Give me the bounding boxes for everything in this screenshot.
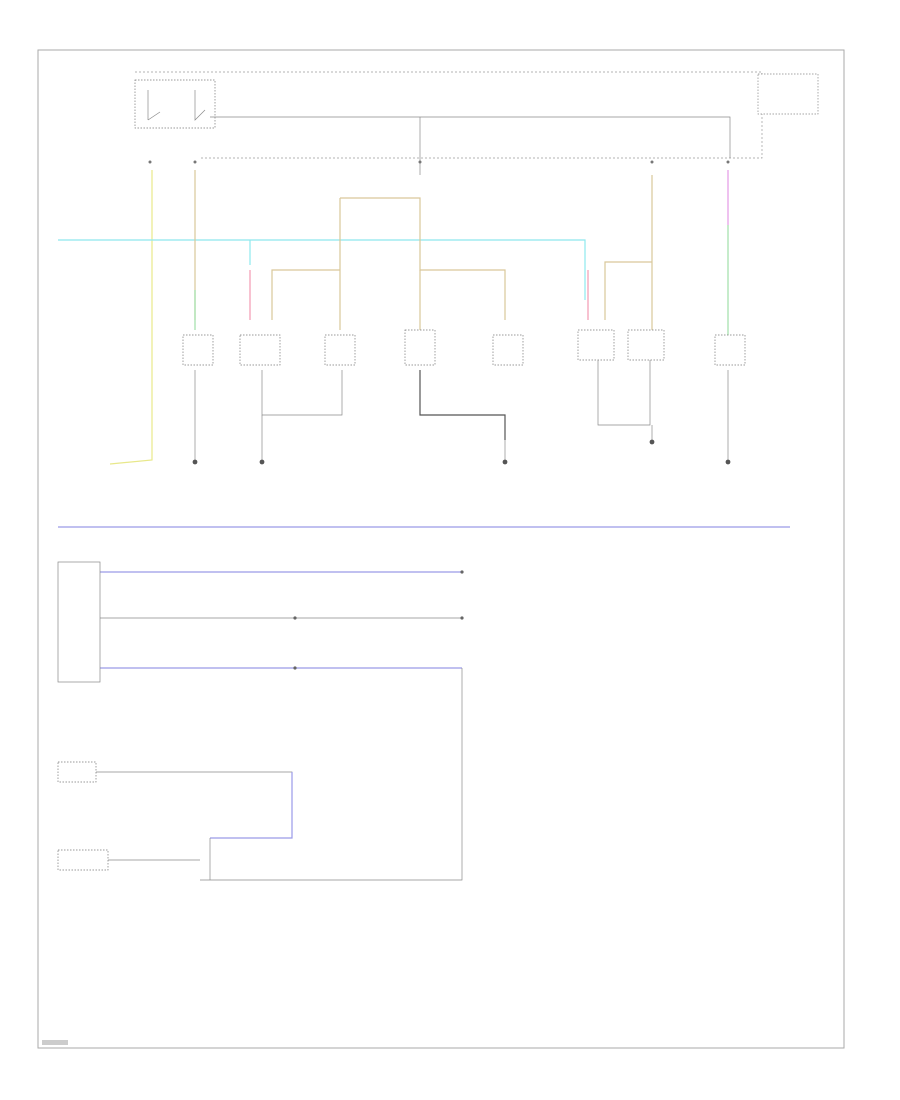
- sensor-component-lower: [57, 849, 109, 871]
- lower-wire-1: [95, 771, 293, 820]
- black-wire-center: [419, 370, 506, 440]
- yellow-wire: [109, 170, 153, 465]
- bus-connector-dots: [293, 570, 464, 670]
- lower-blue-wire: [210, 772, 293, 839]
- top-right-component: [757, 73, 819, 115]
- tan-wire-box: [271, 269, 340, 320]
- grey-return-wire: [200, 668, 463, 881]
- top-feed-wire: [210, 116, 731, 158]
- cyan-wire: [58, 239, 586, 300]
- sensor-component-upper: [57, 761, 97, 783]
- left-control-module: [57, 561, 101, 683]
- top-harness-boundary: [135, 71, 763, 159]
- tan-wire-upper: [340, 197, 506, 320]
- ground-symbol-icon: [192, 439, 731, 465]
- page-frame: [37, 49, 845, 1049]
- switch-box-right: [597, 360, 651, 426]
- switch-box-mid: [261, 370, 343, 416]
- top-connector-row: [148, 160, 730, 164]
- tan-wire-right-2: [604, 261, 652, 320]
- switch-contact-icon: [147, 90, 206, 121]
- brake-switch-box: [134, 79, 216, 129]
- lamp-components: [182, 329, 746, 366]
- page-tag: [42, 1040, 68, 1045]
